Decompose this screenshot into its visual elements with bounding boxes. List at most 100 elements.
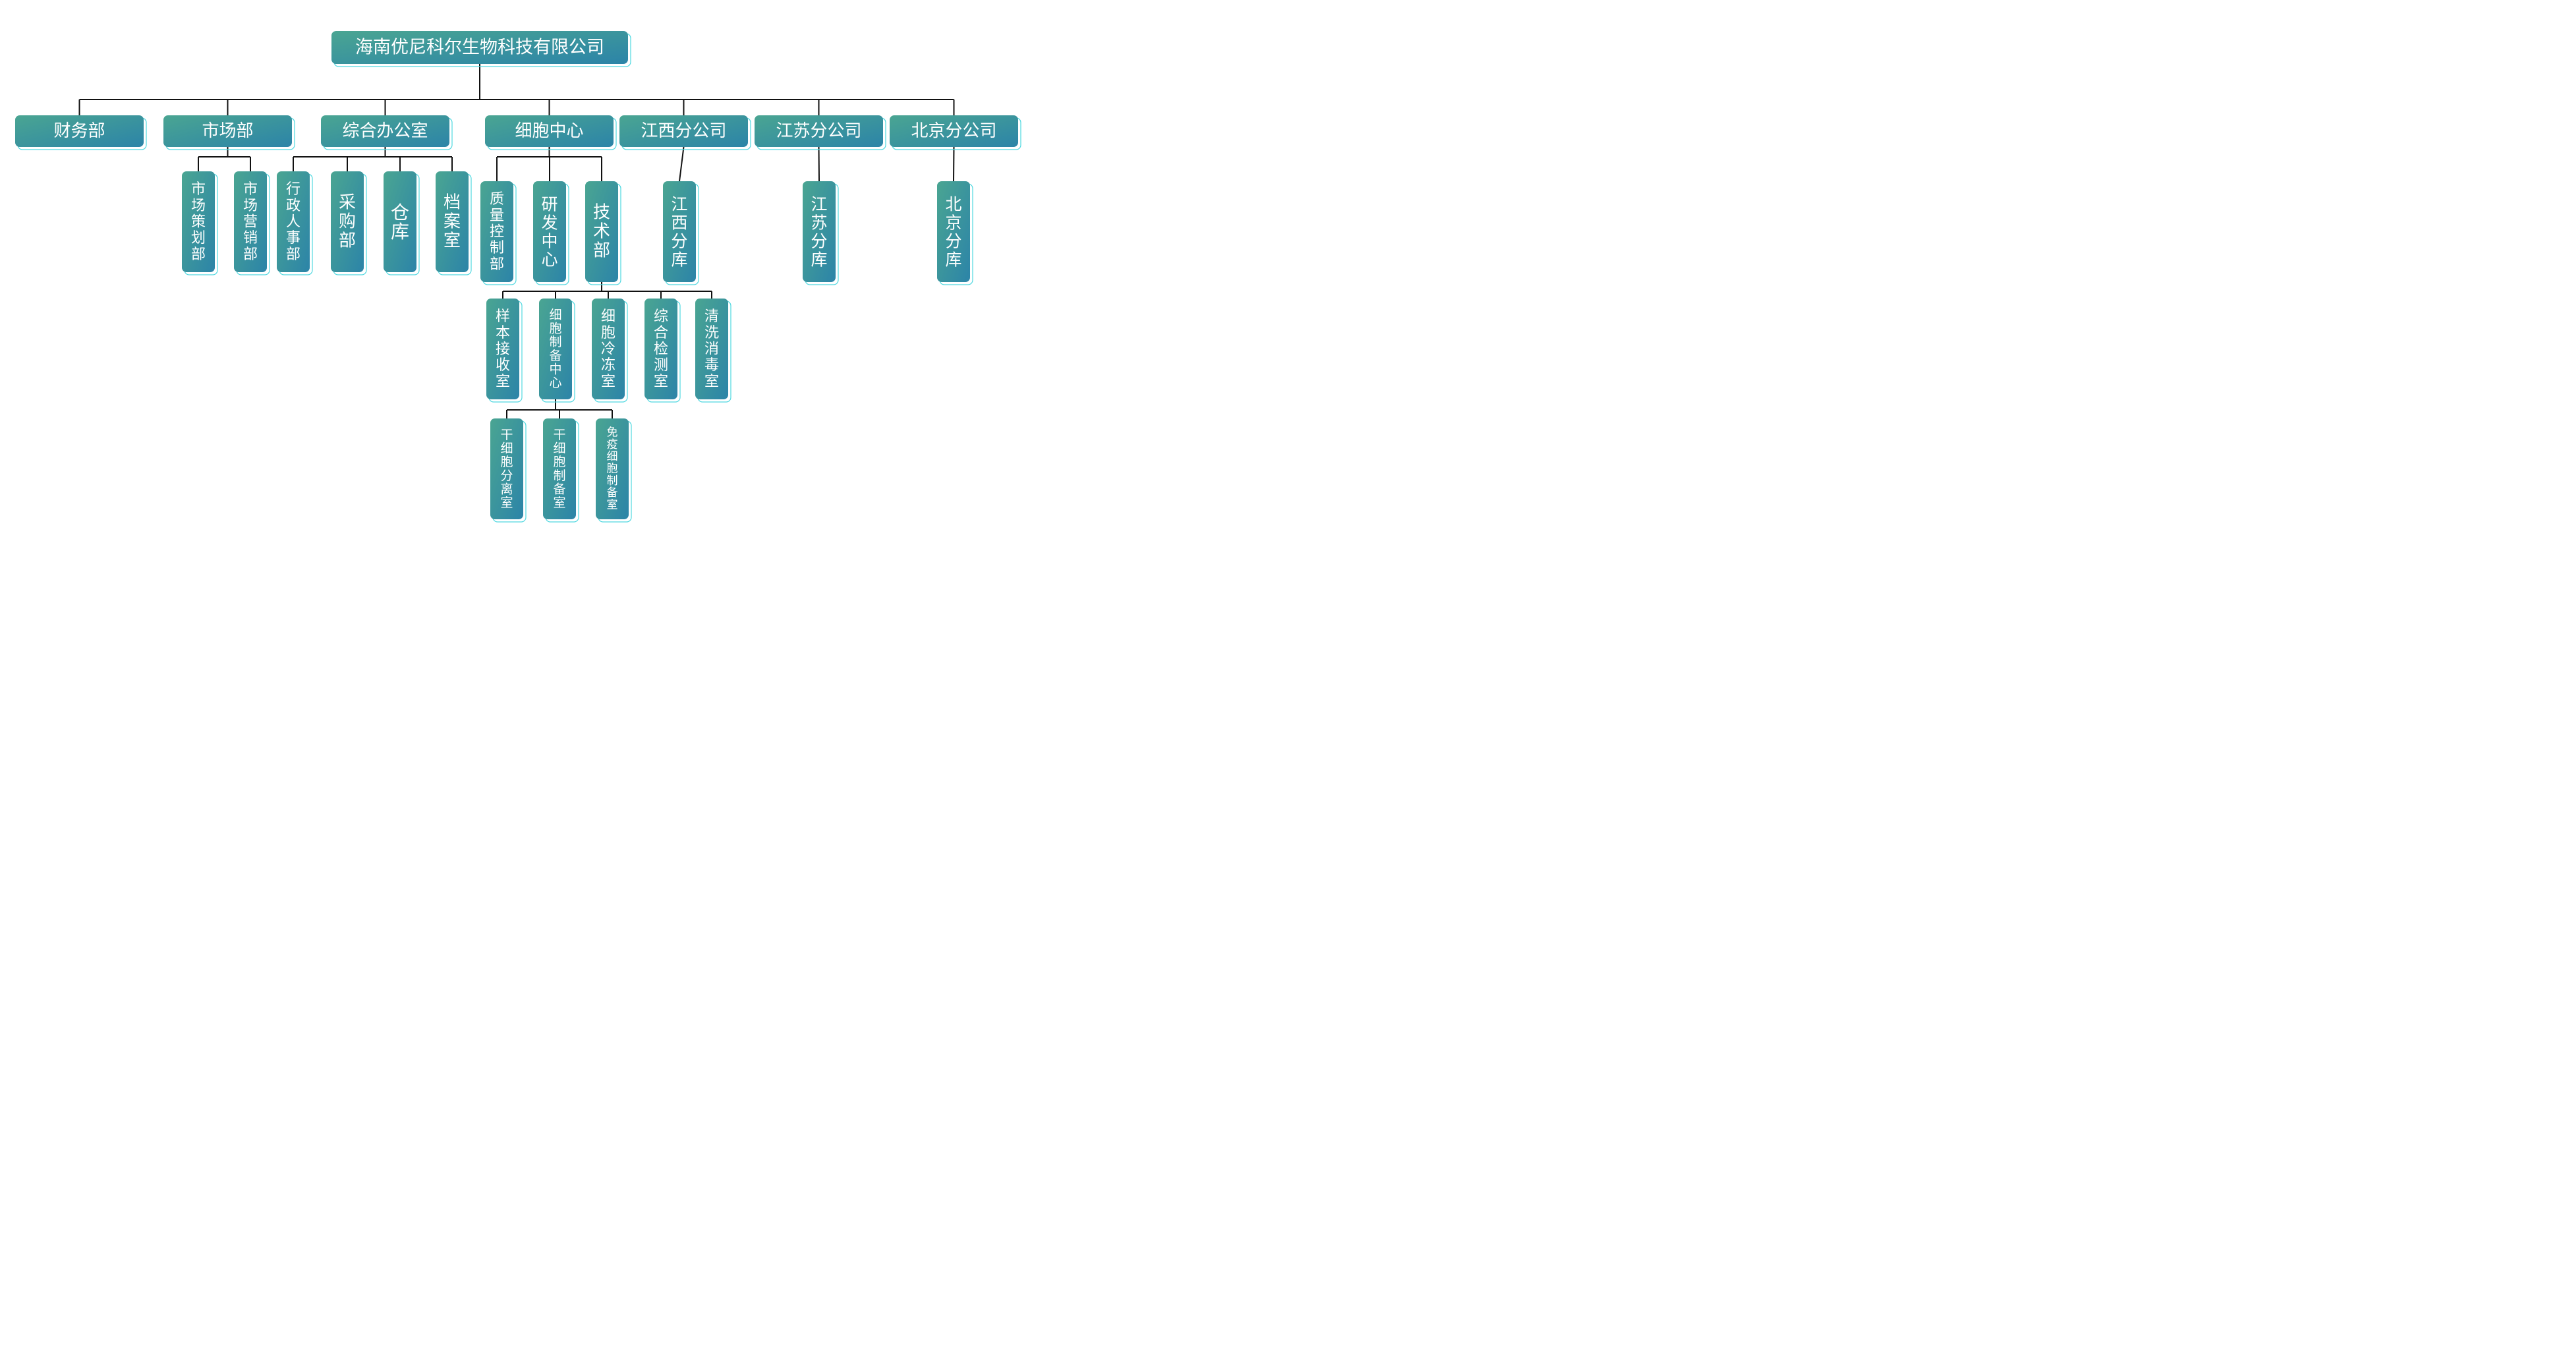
node-label-char: 接 [496, 341, 510, 357]
org-node-s3: 免疫细胞制备室 [596, 418, 632, 523]
node-label-char: 市 [191, 181, 206, 198]
node-label-char: 部 [490, 256, 504, 272]
node-label-char: 细 [607, 450, 618, 463]
org-node-c2: 研发中心 [533, 181, 569, 285]
node-label-char: 分 [811, 231, 827, 250]
node-box [695, 299, 728, 399]
node-label-char: 购 [339, 212, 356, 232]
node-label-char: 室 [444, 231, 461, 251]
node-box [644, 299, 677, 399]
node-label-char: 胞 [549, 322, 561, 336]
node-label-char: 研 [541, 194, 558, 214]
node-label: 市场营销部 [243, 181, 258, 263]
node-label-char: 细 [553, 442, 565, 456]
org-node-jiangxi: 江西分公司 [619, 115, 751, 150]
node-label-char: 冷 [601, 341, 615, 357]
org-node-t5: 清洗消毒室 [695, 299, 731, 403]
node-label-char: 分 [500, 469, 513, 483]
node-label: 技术部 [593, 202, 610, 260]
org-node-root: 海南优尼科尔生物科技有限公司 [331, 31, 631, 67]
node-label: 清洗消毒室 [704, 308, 719, 390]
node-box [596, 418, 629, 519]
node-label-char: 离 [500, 482, 513, 496]
node-label-char: 室 [601, 373, 615, 389]
node-box [755, 115, 883, 147]
org-node-office: 综合办公室 [321, 115, 453, 150]
node-label-char: 部 [593, 241, 610, 261]
node-label-char: 库 [945, 250, 961, 269]
node-box [331, 31, 628, 64]
node-label: 海南优尼科尔生物科技有限公司 [355, 38, 604, 58]
node-label-char: 部 [286, 246, 301, 262]
node-box [331, 171, 364, 272]
node-box [937, 181, 970, 282]
node-label-char: 江 [671, 194, 687, 214]
node-label: 行政人事部 [286, 181, 301, 263]
node-label-char: 免 [607, 426, 618, 439]
node-box [436, 171, 469, 272]
node-label-char: 库 [811, 250, 827, 269]
org-node-s1: 干细胞分离室 [490, 418, 527, 523]
node-box [234, 171, 267, 272]
connector-jiangxi-jx1 [679, 146, 685, 182]
node-label-char: 营 [243, 214, 258, 230]
node-label-char: 部 [191, 246, 206, 262]
node-box [585, 181, 618, 282]
node-label: 仓库 [391, 201, 409, 242]
node-box [321, 115, 449, 147]
org-node-t3: 细胞冷冻室 [592, 299, 628, 403]
node-label: 市场策划部 [191, 181, 206, 263]
node-label-char: 备 [549, 349, 561, 363]
node-label-char: 部 [243, 246, 258, 262]
node-label-char: 室 [553, 496, 565, 510]
node-label-char: 测 [654, 357, 668, 374]
node-label-char: 室 [654, 373, 668, 389]
node-box [539, 299, 572, 399]
node-label-char: 仓 [391, 201, 409, 223]
node-box [592, 299, 625, 399]
org-node-t4: 综合检测室 [644, 299, 681, 403]
org-node-m1: 市场策划部 [182, 171, 218, 275]
node-label: 干细胞分离室 [500, 428, 513, 510]
node-label-char: 市 [243, 181, 258, 198]
node-label: 江苏分库 [811, 194, 827, 269]
node-label-char: 中 [541, 231, 558, 250]
node-label-char: 划 [191, 230, 206, 246]
node-label-char: 胞 [500, 455, 513, 469]
node-label: 免疫细胞制备室 [607, 426, 618, 511]
node-label-char: 行 [286, 181, 301, 198]
node-label-char: 控 [490, 223, 504, 240]
node-box [543, 418, 576, 519]
node-label-char: 合 [654, 324, 668, 341]
node-label-char: 干 [500, 428, 513, 442]
node-label: 研发中心 [541, 194, 558, 269]
node-box [533, 181, 566, 282]
node-label-char: 发 [541, 213, 558, 232]
node-box [663, 181, 696, 282]
node-label-char: 细 [500, 442, 513, 456]
node-label-char: 北 [945, 194, 961, 214]
node-label: 细胞制备中心 [549, 308, 561, 390]
node-label: 档案室 [444, 192, 461, 250]
node-box [15, 115, 144, 147]
org-node-m2: 市场营销部 [234, 171, 270, 275]
node-label: 干细胞制备室 [553, 428, 565, 510]
node-label-char: 苏 [811, 213, 827, 232]
node-label-char: 术 [593, 222, 610, 242]
node-label-char: 室 [496, 373, 510, 389]
node-label: 江苏分公司 [776, 121, 861, 141]
node-label-char: 室 [500, 496, 513, 510]
node-label-char: 胞 [601, 324, 615, 341]
org-chart: 海南优尼科尔生物科技有限公司财务部市场部综合办公室细胞中心江西分公司江苏分公司北… [15, 31, 1021, 523]
node-box [485, 115, 614, 147]
node-box [486, 299, 519, 399]
node-label-char: 心 [549, 376, 561, 390]
node-box [163, 115, 292, 147]
node-label-char: 样 [496, 308, 510, 325]
node-label-char: 场 [243, 197, 258, 214]
node-label-char: 胞 [607, 463, 618, 476]
connector-lines [78, 64, 955, 418]
node-label-char: 清 [704, 308, 719, 325]
node-label-char: 采 [339, 192, 356, 212]
node-label-char: 消 [704, 341, 719, 357]
